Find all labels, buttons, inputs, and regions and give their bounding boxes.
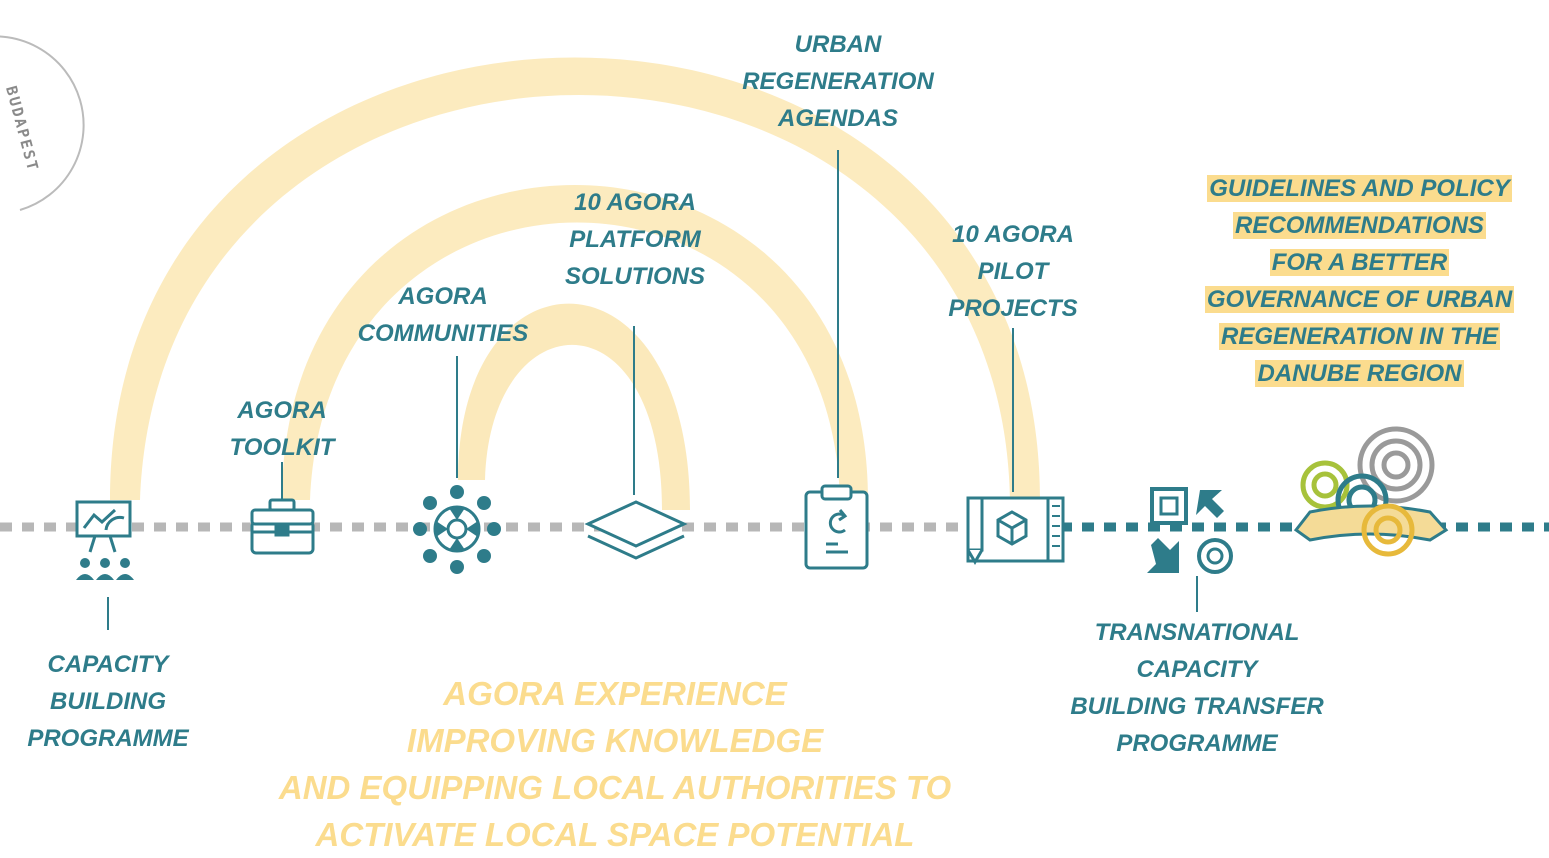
presentation-icon <box>75 500 134 580</box>
guidelines-line: FOR A BETTER <box>1269 249 1450 276</box>
label-toolkit: AGORA TOOLKIT <box>229 397 335 461</box>
layers-icon <box>584 500 688 560</box>
label-platform-solutions: 10 AGORA PLATFORM SOLUTIONS <box>564 189 705 290</box>
guidelines-line: DANUBE REGION <box>1255 360 1464 387</box>
seal-fragment <box>0 35 85 211</box>
label-capacity-building: CAPACITY BUILDING PROGRAMME <box>27 651 189 752</box>
connectors <box>107 150 1198 630</box>
arc-inner <box>458 303 690 510</box>
clipboard-icon <box>804 484 869 570</box>
guidelines-line: RECOMMENDATIONS <box>1233 212 1486 239</box>
guidelines-line: GUIDELINES AND POLICY <box>1207 175 1512 202</box>
title-block: AGORA EXPERIENCE IMPROVING KNOWLEDGE AND… <box>190 670 1040 858</box>
label-communities: AGORA COMMUNITIES <box>357 283 529 347</box>
toolbox-icon <box>250 498 315 555</box>
arc-middle <box>282 185 868 500</box>
guidelines-block: GUIDELINES AND POLICY RECOMMENDATIONS FO… <box>1170 170 1549 392</box>
title-line: AGORA EXPERIENCE <box>443 675 787 712</box>
ribbon-logo-icon <box>1293 426 1449 557</box>
transfer-icon <box>1147 487 1233 574</box>
guidelines-line: REGENERATION IN THE <box>1219 323 1500 350</box>
label-pilot-projects: 10 AGORA PILOT PROJECTS <box>948 221 1078 322</box>
label-urban-agendas: URBAN REGENERATION AGENDAS <box>742 31 934 132</box>
arcs <box>110 57 1040 510</box>
guidelines-line: GOVERNANCE OF URBAN <box>1204 286 1515 313</box>
blueprint-icon <box>966 496 1065 565</box>
label-transnational: TRANSNATIONAL CAPACITY BUILDING TRANSFER… <box>1070 619 1324 757</box>
community-network-icon <box>413 485 501 574</box>
title-line: ACTIVATE LOCAL SPACE POTENTIAL <box>315 816 915 853</box>
title-line: IMPROVING KNOWLEDGE <box>406 722 824 759</box>
title-line: AND EQUIPPING LOCAL AUTHORITIES TO <box>278 769 952 806</box>
